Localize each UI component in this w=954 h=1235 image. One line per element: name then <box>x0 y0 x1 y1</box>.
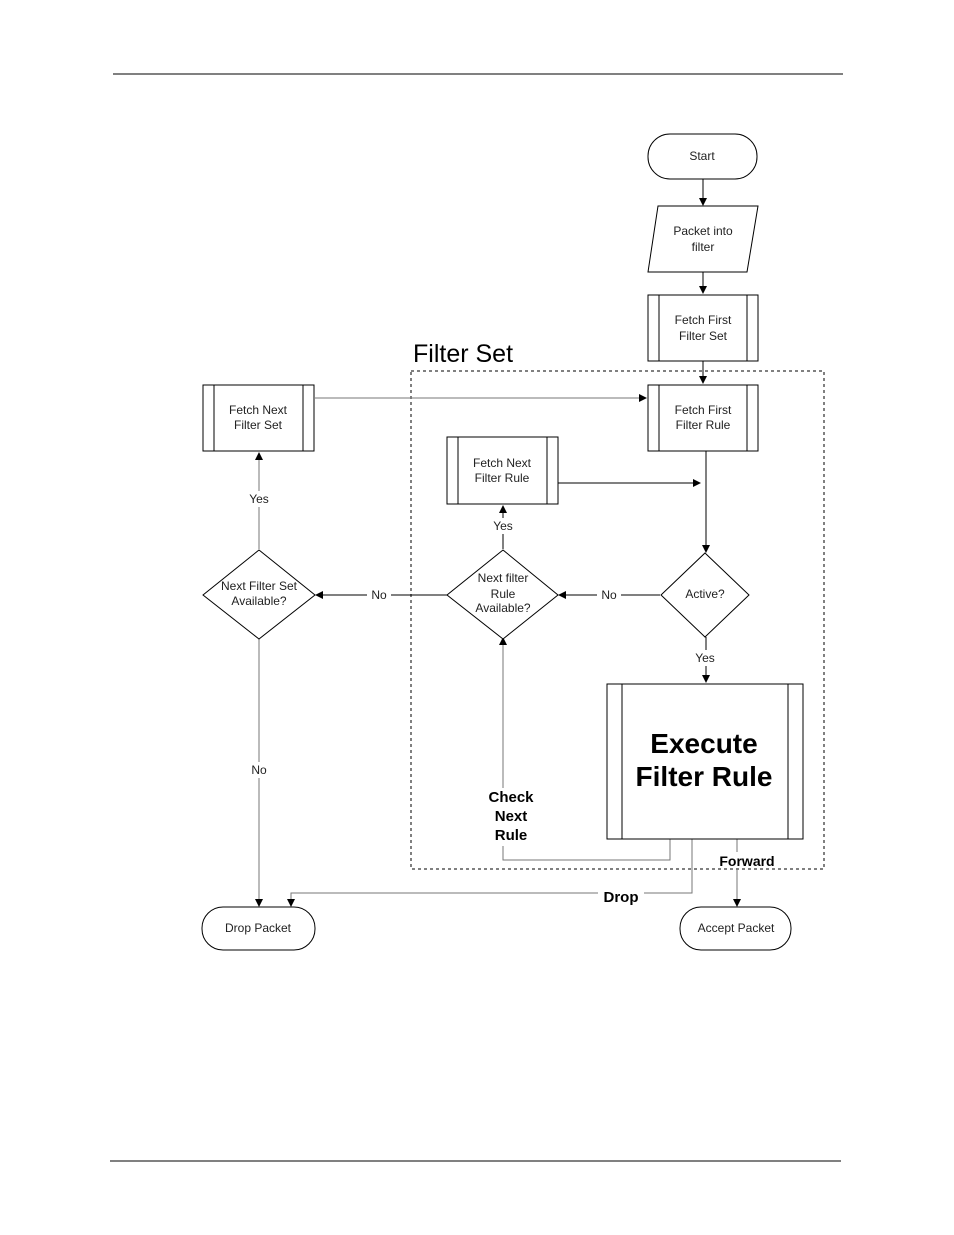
svg-text:Filter Set: Filter Set <box>679 329 728 343</box>
svg-text:Next: Next <box>495 808 528 825</box>
svg-text:Rule: Rule <box>495 827 528 844</box>
check-next-rule-label: Check <box>488 789 534 806</box>
svg-text:Available?: Available? <box>475 601 530 615</box>
execute-filter-rule-node: Execute Filter Rule <box>607 684 803 839</box>
forward-label: Forward <box>719 853 774 869</box>
active-decision: Active? <box>661 553 749 637</box>
svg-text:Filter Rule: Filter Rule <box>676 418 731 432</box>
next-filter-set-available-decision: Next Filter Set Available? <box>203 550 315 639</box>
start-node: Start <box>648 134 757 179</box>
svg-text:Available?: Available? <box>231 594 286 608</box>
svg-text:Filter Rule: Filter Rule <box>636 761 773 792</box>
svg-text:Start: Start <box>689 149 715 163</box>
next-filter-rule-available-decision: Next filter Rule Available? <box>447 550 558 639</box>
svg-text:Next Filter Set: Next Filter Set <box>221 579 298 593</box>
no-label-active: No <box>601 588 617 602</box>
svg-text:Rule: Rule <box>491 587 516 601</box>
svg-text:Drop Packet: Drop Packet <box>225 921 292 935</box>
svg-text:Packet into: Packet into <box>673 224 733 238</box>
accept-packet-node: Accept Packet <box>680 907 791 950</box>
svg-text:Filter Set: Filter Set <box>234 418 283 432</box>
svg-text:Active?: Active? <box>685 587 725 601</box>
svg-text:Next filter: Next filter <box>478 571 529 585</box>
svg-text:Fetch First: Fetch First <box>675 313 732 327</box>
fetch-first-filter-rule-node: Fetch First Filter Rule <box>648 385 758 451</box>
svg-text:Fetch First: Fetch First <box>675 403 732 417</box>
fetch-first-filter-set-node: Fetch First Filter Set <box>648 295 758 361</box>
svg-text:filter: filter <box>692 240 715 254</box>
no-label-set-to-drop: No <box>251 763 267 777</box>
fetch-next-filter-rule-node: Fetch Next Filter Rule <box>447 437 558 504</box>
no-label-rule-to-set: No <box>371 588 387 602</box>
yes-label-active: Yes <box>695 651 715 665</box>
drop-packet-node: Drop Packet <box>202 907 315 950</box>
svg-text:Fetch Next: Fetch Next <box>473 456 532 470</box>
fetch-next-filter-set-node: Fetch Next Filter Set <box>203 385 314 451</box>
yes-label-next-set: Yes <box>249 492 269 506</box>
drop-label: Drop <box>604 889 639 906</box>
svg-text:Filter Rule: Filter Rule <box>475 471 530 485</box>
svg-text:Accept Packet: Accept Packet <box>698 921 775 935</box>
svg-text:Fetch Next: Fetch Next <box>229 403 288 417</box>
filter-set-label: Filter Set <box>413 340 513 368</box>
svg-text:Execute: Execute <box>650 728 757 759</box>
yes-label-next-rule: Yes <box>493 519 513 533</box>
packet-into-filter-node: Packet into filter <box>648 206 758 272</box>
